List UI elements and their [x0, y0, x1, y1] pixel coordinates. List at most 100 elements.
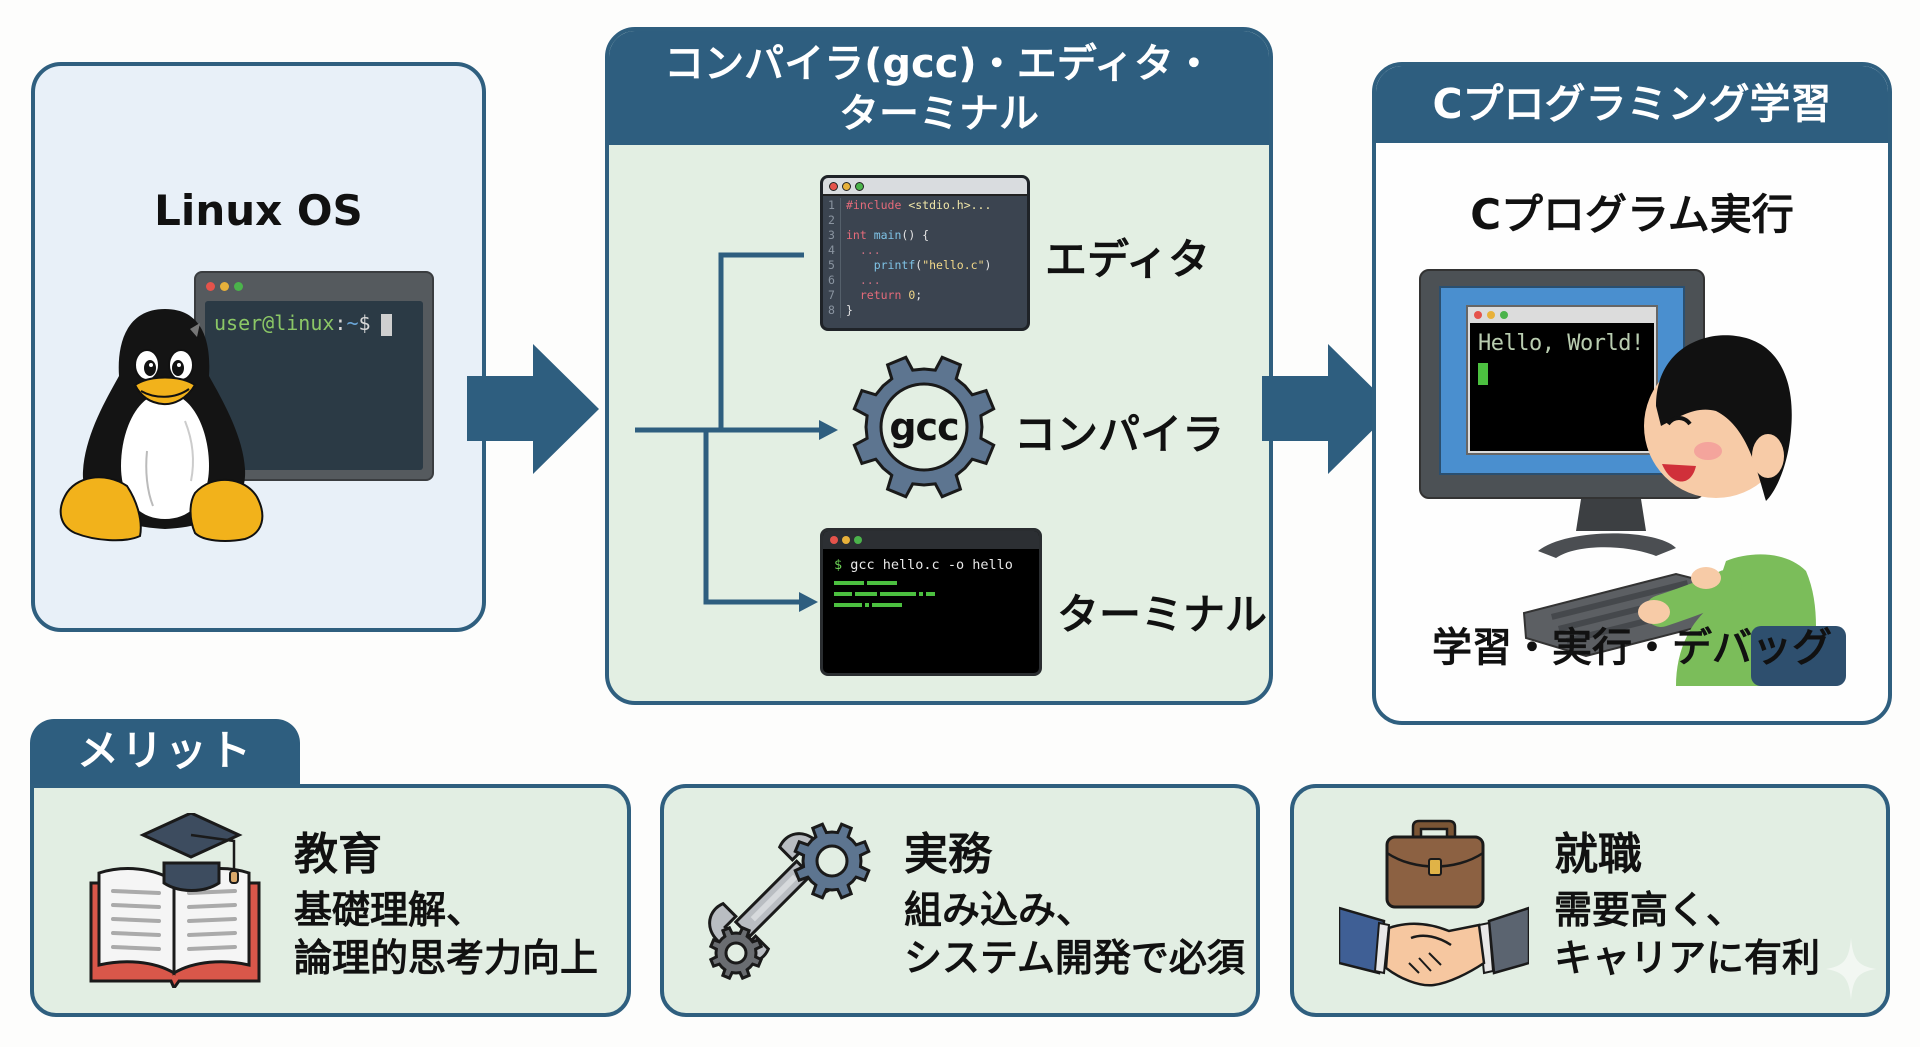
tools-header-line2: ターミナル — [839, 91, 1039, 137]
terminal-output — [834, 581, 935, 614]
code-token — [846, 258, 874, 273]
close-dot-icon — [830, 536, 838, 544]
code-token: "hello.c" — [922, 258, 985, 272]
c-learning-header: Cプログラミング学習 — [1376, 66, 1888, 143]
branch-connector-lines — [635, 252, 838, 612]
minimize-dot-icon — [220, 282, 229, 291]
book-graduation-cap-icon — [89, 813, 261, 988]
code-token: ) — [984, 258, 992, 272]
terminal-titlebar — [823, 531, 1039, 549]
code-token: ; — [915, 288, 923, 302]
tools-header-line1: コンパイラ(gcc)・エディタ・ — [664, 41, 1214, 87]
code-line: 5 printf("hello.c") — [823, 258, 1027, 273]
editor-titlebar — [823, 178, 1027, 196]
chair-icon — [1751, 626, 1846, 686]
prompt-separator: : — [334, 311, 347, 335]
line-number: 7 — [823, 288, 841, 303]
arrowhead-terminal-icon — [799, 592, 818, 612]
prompt-user: user@linux — [214, 311, 335, 335]
linux-os-title: Linux OS — [154, 186, 363, 235]
code-token: ... — [846, 273, 881, 287]
wrench-gears-icon — [708, 822, 871, 981]
code-token: int — [846, 228, 874, 242]
merit-card-practice: 実務 組み込み、 システム開発で必須 — [660, 784, 1260, 1017]
sparkle-watermark-icon — [1826, 938, 1876, 1000]
programmer-illustration — [1522, 335, 1846, 686]
code-token: } — [846, 303, 853, 317]
merit-desc-line: システム開発で必須 — [904, 936, 1245, 980]
line-number: 2 — [823, 213, 841, 228]
merit-description: 需要高く、 キャリアに有利 — [1554, 886, 1820, 982]
close-dot-icon — [206, 282, 215, 291]
tools-panel: コンパイラ(gcc)・エディタ・ ターミナル 1 #include <stdio.… — [605, 27, 1273, 705]
c-program-run-title: Cプログラム実行 — [1470, 190, 1794, 239]
gcc-gear-icon — [852, 355, 996, 499]
flow-arrow-right-icon — [467, 344, 599, 474]
merit-title: 就職 — [1554, 829, 1642, 880]
code-line: 6 ... — [823, 273, 1027, 288]
connector-editor-line — [718, 252, 804, 430]
close-dot-icon — [1474, 311, 1482, 319]
shell-prompt: user@linux:~$ — [214, 311, 392, 336]
close-dot-icon — [829, 181, 838, 191]
merit-title: 実務 — [904, 829, 992, 880]
maximize-dot-icon — [855, 181, 864, 191]
line-number: 8 — [823, 303, 841, 318]
merit-desc-line: 論理的思考力向上 — [294, 936, 599, 980]
line-number: 6 — [823, 273, 841, 288]
terminal-command: gcc hello.c -o hello — [850, 557, 1013, 573]
code-line: 1 #include <stdio.h>... — [823, 198, 1027, 213]
hello-world-output: Hello, World! — [1478, 331, 1644, 356]
minimize-dot-icon — [842, 536, 850, 544]
line-number: 3 — [823, 228, 841, 243]
merit-desc-line: 需要高く、 — [1554, 888, 1745, 932]
line-number: 1 — [823, 198, 841, 213]
code-line: 8} — [823, 303, 1027, 318]
merit-desc-line: キャリアに有利 — [1554, 936, 1821, 980]
code-token: #include — [846, 198, 909, 212]
maximize-dot-icon — [234, 282, 243, 291]
maximize-dot-icon — [854, 536, 862, 544]
code-line: 4 ... — [823, 243, 1027, 258]
merit-card-employment: 就職 需要高く、 キャリアに有利 — [1290, 784, 1890, 1017]
merit-desc-line: 組み込み、 — [904, 888, 1095, 932]
terminal-cursor — [380, 313, 392, 336]
arrowhead-compiler-icon — [819, 420, 838, 440]
tux-penguin-icon — [59, 309, 264, 542]
code-line: 2 — [823, 213, 1027, 228]
line-number: 4 — [823, 243, 841, 258]
maximize-dot-icon — [1500, 311, 1508, 319]
window-controls — [206, 282, 243, 291]
gcc-label: gcc — [889, 405, 959, 449]
code-line: 7 return 0; — [823, 288, 1027, 303]
code-token: 0 — [908, 288, 916, 302]
merit-title: 教育 — [294, 829, 382, 880]
merit-description: 基礎理解、 論理的思考力向上 — [294, 886, 598, 982]
minimize-dot-icon — [842, 181, 851, 191]
terminal-cursor — [1478, 363, 1488, 385]
line-number: 5 — [823, 258, 841, 273]
code-token: ... — [846, 243, 881, 257]
minimize-dot-icon — [1487, 311, 1495, 319]
monitor-terminal-window: Hello, World! — [1466, 305, 1658, 455]
code-token: return — [846, 288, 909, 302]
prompt-symbol: $ — [358, 311, 371, 335]
terminal-screen: user@linux:~$ — [205, 301, 423, 470]
flow-arrow-right-icon — [1262, 344, 1394, 474]
editor-label: エディタ — [1045, 235, 1211, 284]
compiler-label: コンパイラ — [1014, 410, 1225, 459]
prompt-path: ~ — [346, 311, 359, 335]
connector-terminal-line — [703, 430, 801, 605]
c-learning-panel: Cプログラミング学習 Cプログラム実行 Hello, World! — [1372, 62, 1892, 725]
code-token: <stdio.h>... — [908, 198, 992, 212]
terminal-prompt: $ — [834, 557, 843, 573]
linux-os-panel: Linux OS user@linux:~$ — [31, 62, 486, 632]
merit-description: 組み込み、 システム開発で必須 — [904, 886, 1245, 982]
code-token: printf — [873, 258, 916, 272]
terminal-command-line: $ gcc hello.c -o hello — [823, 549, 1039, 573]
merit-card-education: 教育 基礎理解、 論理的思考力向上 — [30, 784, 631, 1017]
code-token: () { — [901, 228, 930, 242]
